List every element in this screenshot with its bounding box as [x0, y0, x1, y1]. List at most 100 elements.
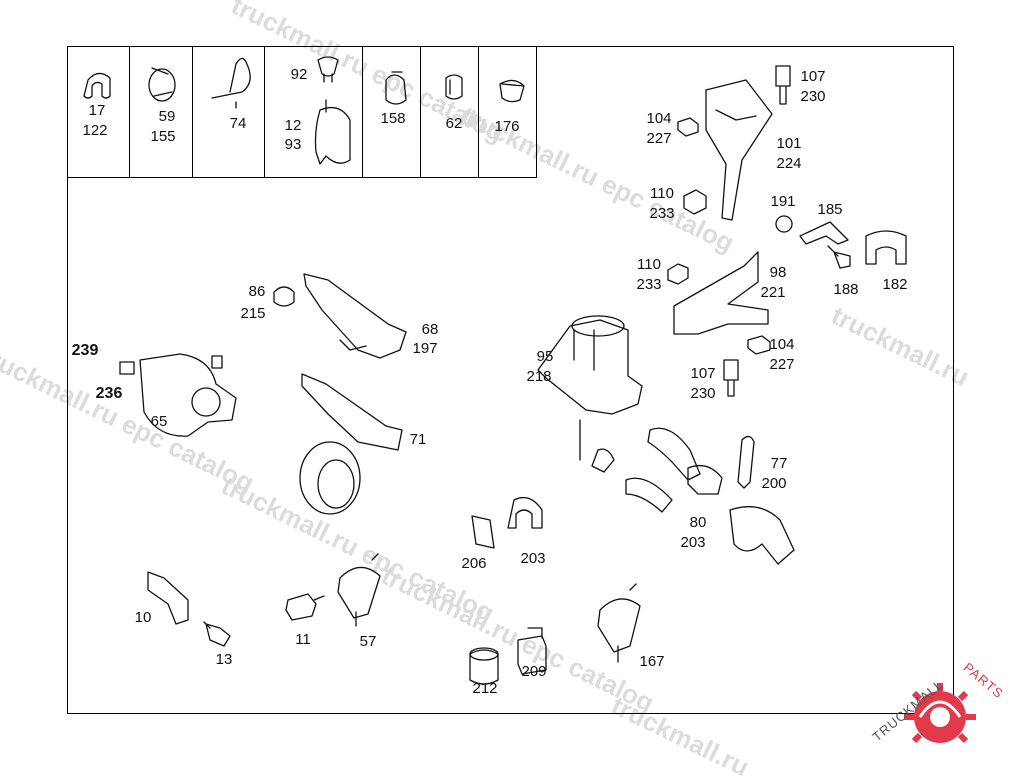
callout-label: 206	[461, 555, 487, 572]
callout-label: 110	[650, 185, 674, 202]
callout-label: 167	[639, 653, 665, 670]
legend-cell-74	[193, 46, 265, 177]
gear-logo-icon	[904, 683, 976, 744]
callout-label: 188	[833, 281, 859, 298]
legend-cell-158	[363, 46, 421, 177]
callout-label: 212	[472, 680, 498, 697]
bolt-13-icon	[203, 621, 231, 647]
bolt-188-icon	[827, 245, 851, 269]
callout-label: 203	[520, 550, 546, 567]
callout-label: 200	[761, 475, 787, 492]
callout-label: 221	[760, 284, 786, 301]
callout-label: 239	[71, 342, 99, 359]
pump-65-icon	[119, 353, 237, 437]
callout-label: 59	[158, 108, 176, 125]
hose-12-icon	[314, 99, 351, 165]
callout-label: 104	[646, 110, 672, 127]
parts-illustration	[83, 56, 907, 685]
callout-label: 224	[776, 155, 802, 172]
callout-label: 12	[284, 117, 302, 134]
callout-label: 209	[521, 663, 547, 680]
callout-label: 110	[637, 256, 661, 273]
callout-label: 227	[769, 356, 795, 373]
sleeve-212-icon	[469, 649, 499, 685]
legend-cell-59	[130, 46, 193, 177]
callout-label: 57	[359, 633, 377, 650]
legend-cell-92	[265, 46, 363, 177]
bracket-101-icon	[705, 79, 773, 221]
callout-label: 104	[769, 336, 795, 353]
callout-label: 95	[536, 348, 554, 365]
callout-label: 236	[95, 385, 123, 402]
callout-label: 10	[134, 609, 152, 626]
clamp-59-icon	[148, 68, 176, 102]
nut-110b-icon	[667, 263, 689, 285]
clip-11-icon	[285, 593, 325, 621]
callout-label: 233	[649, 205, 675, 222]
callout-label: 65	[150, 413, 168, 430]
callout-label: 62	[445, 115, 463, 132]
clamp-57-icon	[337, 553, 381, 627]
nut-110-icon	[683, 189, 707, 215]
clamp-77-icon	[737, 435, 755, 489]
legend-cell-62	[421, 46, 479, 177]
callout-label: 107	[690, 365, 716, 382]
clamp-167-icon	[597, 583, 641, 663]
callout-label: 158	[380, 110, 406, 127]
bracket-68-icon	[303, 273, 407, 359]
callout-label: 80	[689, 514, 707, 531]
bracket-185-icon	[799, 221, 849, 245]
clip-158-icon	[385, 71, 407, 105]
callout-label: 101	[776, 135, 802, 152]
callout-label: 71	[409, 431, 427, 448]
washer-191-icon	[775, 215, 793, 233]
callout-label: 98	[769, 264, 787, 281]
bolt-107-icon	[775, 65, 791, 105]
callout-label: 11	[295, 631, 311, 648]
nut-104b-icon	[747, 335, 771, 355]
callout-label: 107	[800, 68, 826, 85]
diagram-frame	[67, 46, 954, 714]
callout-label: 176	[494, 118, 520, 135]
callout-label: 93	[284, 136, 302, 153]
clip-17-icon	[83, 72, 111, 99]
callout-label: 86	[248, 283, 266, 300]
callout-label: 230	[800, 88, 826, 105]
bracket-71-icon	[301, 373, 403, 451]
callout-label: 92	[290, 66, 308, 83]
callout-label: 77	[770, 455, 788, 472]
callout-label: 68	[421, 321, 439, 338]
hose-80-icon	[647, 427, 701, 481]
callout-label: 197	[412, 340, 438, 357]
grommet-92-icon	[317, 56, 339, 83]
fitting-209-icon	[517, 627, 547, 675]
callout-label: 155	[150, 128, 176, 145]
callout-label: 182	[882, 276, 908, 293]
truckmall-logo: TRUCKMALL PARTS	[860, 660, 1020, 750]
valve-95-icon	[537, 319, 643, 415]
bracket-98-icon	[673, 251, 769, 335]
callout-label: 122	[82, 122, 108, 139]
nut-104-icon	[677, 117, 699, 137]
bolt-107b-icon	[723, 359, 739, 397]
callout-label: 17	[88, 102, 106, 119]
bracket-206-icon	[471, 515, 495, 549]
clamp-80-icon	[687, 464, 723, 495]
sleeve-62-icon	[445, 74, 463, 100]
callout-label: 218	[526, 368, 552, 385]
strap-74-icon	[211, 57, 251, 109]
callout-label: 13	[215, 651, 233, 668]
callout-label: 233	[636, 276, 662, 293]
callout-label: 203	[680, 534, 706, 551]
legend-grid	[67, 46, 537, 178]
callout-label: 185	[817, 201, 843, 218]
clip-182-icon	[865, 230, 907, 265]
callout-label: 74	[229, 115, 247, 132]
callout-label: 191	[770, 193, 796, 210]
clamp-203-icon	[507, 496, 543, 529]
clamp-176-icon	[499, 79, 525, 103]
ring-71-icon	[299, 441, 361, 515]
legend-cell-17	[67, 46, 130, 177]
callout-label: 227	[646, 130, 672, 147]
callout-label: 230	[690, 385, 716, 402]
